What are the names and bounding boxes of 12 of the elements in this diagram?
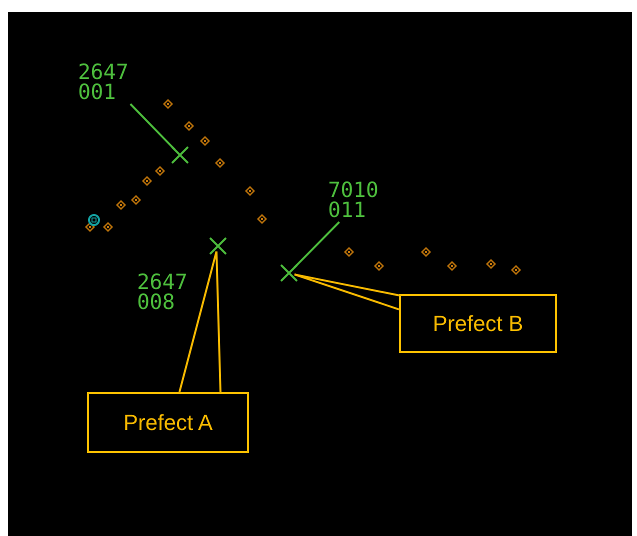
target-cross-icon xyxy=(280,264,298,282)
data-block-text: 7010 011 xyxy=(328,180,392,222)
callout-box: Prefect A xyxy=(87,392,249,453)
target-cross-icon xyxy=(171,146,189,164)
data-block-text: 2647 001 xyxy=(78,62,142,104)
callout-pointer xyxy=(293,273,400,310)
callout-pointer xyxy=(178,250,222,393)
leader-line xyxy=(294,221,340,268)
callout-box: Prefect B xyxy=(399,294,557,353)
target-cross-icon xyxy=(209,237,227,255)
data-block-text: 2647 008 xyxy=(137,272,189,312)
leader-line xyxy=(130,103,176,150)
